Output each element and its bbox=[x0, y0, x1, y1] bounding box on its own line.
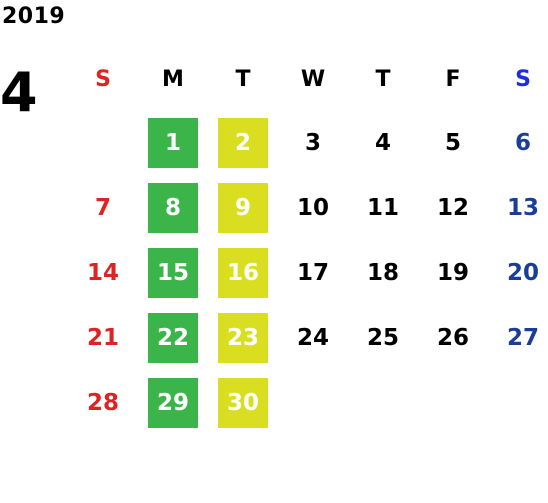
day-number: 30 bbox=[218, 377, 268, 428]
weekday-header-sun: S bbox=[95, 66, 111, 92]
weekday-header-sat: S bbox=[515, 66, 531, 92]
day-number: 25 bbox=[366, 324, 399, 351]
day-number: 29 bbox=[148, 377, 198, 428]
day-number: 7 bbox=[94, 194, 111, 221]
day-cell[interactable]: 18 bbox=[348, 240, 418, 305]
day-cell[interactable]: 24 bbox=[278, 305, 348, 370]
day-cell[interactable]: 9 bbox=[208, 175, 278, 240]
day-cell[interactable]: 2 bbox=[208, 110, 278, 175]
day-cell[interactable]: 16 bbox=[208, 240, 278, 305]
day-cell[interactable]: 26 bbox=[418, 305, 488, 370]
day-cell bbox=[488, 370, 548, 435]
day-number: 23 bbox=[218, 312, 268, 363]
day-number: 28 bbox=[86, 389, 119, 416]
day-cell bbox=[418, 370, 488, 435]
weekday-header-fri: F bbox=[445, 66, 461, 92]
day-number: 21 bbox=[86, 324, 119, 351]
day-number: 24 bbox=[296, 324, 329, 351]
day-number: 3 bbox=[304, 129, 321, 156]
day-cell bbox=[68, 110, 138, 175]
day-number: 12 bbox=[436, 194, 469, 221]
weekday-header-thu: T bbox=[375, 66, 391, 92]
day-cell[interactable]: 5 bbox=[418, 110, 488, 175]
day-cell[interactable]: 11 bbox=[348, 175, 418, 240]
day-number: 17 bbox=[296, 259, 329, 286]
day-cell[interactable]: 10 bbox=[278, 175, 348, 240]
day-cell[interactable]: 21 bbox=[68, 305, 138, 370]
day-cell[interactable]: 30 bbox=[208, 370, 278, 435]
day-number bbox=[498, 378, 548, 428]
day-number: 16 bbox=[218, 247, 268, 298]
day-number: 26 bbox=[436, 324, 469, 351]
weekday-header-wed: W bbox=[300, 66, 326, 92]
day-number: 2 bbox=[218, 117, 268, 168]
day-cell[interactable]: 1 bbox=[138, 110, 208, 175]
day-cell bbox=[348, 370, 418, 435]
day-cell[interactable]: 7 bbox=[68, 175, 138, 240]
day-cell[interactable]: 28 bbox=[68, 370, 138, 435]
year-label: 2019 bbox=[2, 4, 66, 29]
day-number: 13 bbox=[506, 194, 539, 221]
day-number: 10 bbox=[296, 194, 329, 221]
day-cell[interactable]: 25 bbox=[348, 305, 418, 370]
weekday-header-tue: T bbox=[235, 66, 251, 92]
day-number: 1 bbox=[148, 117, 198, 168]
day-number bbox=[78, 118, 128, 168]
day-number bbox=[428, 378, 478, 428]
day-number: 20 bbox=[506, 259, 539, 286]
day-cell bbox=[278, 370, 348, 435]
day-cell[interactable]: 15 bbox=[138, 240, 208, 305]
day-cell[interactable]: 3 bbox=[278, 110, 348, 175]
calendar-grid: S M T W T F S 1 2 3 4 5 6 7 8 9 10 11 12… bbox=[68, 48, 548, 435]
month-label: 4 bbox=[0, 61, 38, 124]
day-number bbox=[288, 378, 338, 428]
day-cell[interactable]: 4 bbox=[348, 110, 418, 175]
day-number: 18 bbox=[366, 259, 399, 286]
day-number bbox=[358, 378, 408, 428]
day-number: 6 bbox=[514, 129, 531, 156]
day-cell[interactable]: 14 bbox=[68, 240, 138, 305]
day-cell[interactable]: 17 bbox=[278, 240, 348, 305]
day-cell[interactable]: 22 bbox=[138, 305, 208, 370]
day-cell[interactable]: 13 bbox=[488, 175, 548, 240]
day-number: 4 bbox=[374, 129, 391, 156]
day-number: 11 bbox=[366, 194, 399, 221]
day-cell[interactable]: 19 bbox=[418, 240, 488, 305]
day-number: 5 bbox=[444, 129, 461, 156]
day-cell[interactable]: 23 bbox=[208, 305, 278, 370]
day-cell[interactable]: 20 bbox=[488, 240, 548, 305]
day-cell[interactable]: 12 bbox=[418, 175, 488, 240]
day-number: 14 bbox=[86, 259, 119, 286]
day-number: 8 bbox=[148, 182, 198, 233]
day-cell[interactable]: 29 bbox=[138, 370, 208, 435]
day-cell[interactable]: 27 bbox=[488, 305, 548, 370]
weekday-header-mon: M bbox=[162, 66, 184, 92]
day-number: 27 bbox=[506, 324, 539, 351]
day-number: 19 bbox=[436, 259, 469, 286]
day-number: 15 bbox=[148, 247, 198, 298]
day-cell[interactable]: 6 bbox=[488, 110, 548, 175]
day-cell[interactable]: 8 bbox=[138, 175, 208, 240]
day-number: 22 bbox=[148, 312, 198, 363]
day-number: 9 bbox=[218, 182, 268, 233]
